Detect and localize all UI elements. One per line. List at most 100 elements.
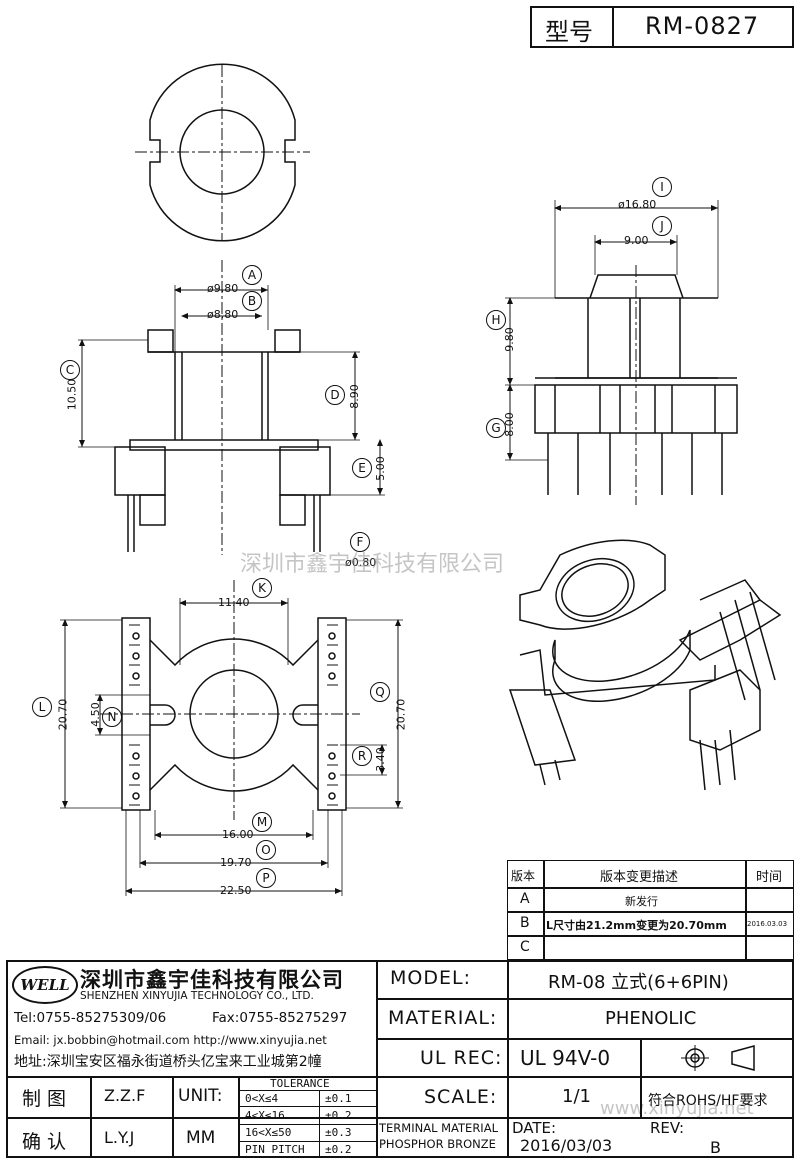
label-m: M xyxy=(252,812,272,832)
tb-vdiv-draw1 xyxy=(90,1076,92,1158)
tb-hdiv-1 xyxy=(376,998,794,1000)
technical-drawing xyxy=(60,63,782,840)
dim-c-value: 10.50 xyxy=(65,378,79,411)
rohs-text: 符合ROHS/HF要求 xyxy=(648,1093,768,1109)
company-address: 地址:深圳宝安区福永街道桥头亿宝来工业城第2幢 xyxy=(14,1054,322,1070)
dim-l-value: 20.70 xyxy=(56,698,70,731)
header-model-label: 型号 xyxy=(545,18,593,46)
ulrec-label: UL REC: xyxy=(420,1047,503,1069)
unit-label: UNIT: xyxy=(178,1086,223,1106)
tb-hdiv-2 xyxy=(376,1038,794,1040)
tol-row-line3 xyxy=(240,1141,376,1142)
header-divider xyxy=(612,6,614,48)
label-j: J xyxy=(652,216,672,236)
label-p: P xyxy=(256,868,276,888)
front-view xyxy=(78,260,385,555)
dim-o-value: 19.70 xyxy=(220,856,252,869)
dim-q-value: 20.70 xyxy=(394,698,408,731)
rev-b-ver: B xyxy=(520,915,530,931)
dim-b-value: ø8.80 xyxy=(207,308,239,321)
label-q: Q xyxy=(370,682,390,702)
tol-range-3: 16<X≤50 xyxy=(245,1126,292,1139)
company-name-en: SHENZHEN XINYUJIA TECHNOLOGY CO., LTD. xyxy=(80,990,314,1002)
tol-title-line xyxy=(240,1090,376,1091)
dim-n-value: 4.50 xyxy=(88,702,102,727)
dim-r-value: 3.40 xyxy=(373,747,387,772)
tb-hdiv-left xyxy=(6,1117,376,1119)
draw-value: Z.Z.F xyxy=(104,1086,146,1105)
tb-vdiv-draw2 xyxy=(172,1076,174,1158)
label-r: R xyxy=(352,746,372,766)
draw-label: 制 图 xyxy=(22,1088,67,1110)
terminal-label: TERMINAL MATERIAL xyxy=(379,1121,498,1135)
company-logo: WELL xyxy=(12,966,78,1004)
top-view xyxy=(135,63,310,242)
rev-value: B xyxy=(710,1138,721,1157)
dim-a-value: ø9.80 xyxy=(207,282,239,295)
label-g: G xyxy=(486,418,506,438)
tb-vdiv-draw3 xyxy=(238,1076,240,1158)
label-c: C xyxy=(60,360,80,380)
tb-vdiv-label xyxy=(507,960,509,1158)
rev-label: REV: xyxy=(650,1119,684,1137)
rev-header-desc: 版本变更描述 xyxy=(600,870,679,885)
tol-col-line xyxy=(319,1090,320,1158)
rev-a-ver: A xyxy=(520,891,530,907)
bottom-view xyxy=(60,580,403,840)
dim-d-value: 8.90 xyxy=(347,384,361,409)
dim-f-value: ø0.80 xyxy=(345,556,377,569)
dim-e-value: 5.00 xyxy=(373,456,387,481)
date-label: DATE: xyxy=(512,1119,557,1137)
tb-vdiv-ul xyxy=(640,1038,642,1118)
logo-text: WELL xyxy=(20,976,70,994)
tol-value-3: ±0.3 xyxy=(325,1126,352,1139)
rev-c-ver: C xyxy=(520,939,530,955)
dim-m-value: 16.00 xyxy=(222,828,254,841)
isometric-view xyxy=(508,539,782,791)
watermark-company: 深圳市鑫宇佳科技有限公司 xyxy=(240,552,505,577)
label-i: I xyxy=(652,177,672,197)
label-d: D xyxy=(325,385,345,405)
terminal-value: PHOSPHOR BRONZE xyxy=(379,1137,496,1151)
tb-hdiv-3 xyxy=(6,1076,794,1078)
projection-symbol-icon xyxy=(681,1045,755,1071)
label-n: N xyxy=(102,707,122,727)
unit-value: MM xyxy=(186,1128,216,1148)
material-value: PHENOLIC xyxy=(605,1008,697,1029)
rev-b-desc: L尺寸由21.2mm变更为20.70mm xyxy=(546,919,727,932)
dim-h-value: 9.80 xyxy=(502,327,516,352)
tol-row-line2 xyxy=(240,1124,376,1125)
label-f: F xyxy=(350,532,370,552)
label-k: K xyxy=(252,578,272,598)
tol-range-1: 0<X≤4 xyxy=(245,1092,279,1105)
revision-table xyxy=(507,860,794,960)
model-label: MODEL: xyxy=(390,967,471,989)
scale-label: SCALE: xyxy=(424,1086,498,1108)
company-tel: Tel:0755-85275309/06 xyxy=(14,1010,167,1026)
tol-value-4: ±0.2 xyxy=(325,1143,352,1156)
header-model-box xyxy=(530,6,794,48)
label-b: B xyxy=(242,291,262,311)
ulrec-value: UL 94V-0 xyxy=(520,1046,611,1070)
label-o: O xyxy=(256,840,276,860)
rev-row1 xyxy=(507,887,794,889)
check-label: 确 认 xyxy=(22,1131,67,1153)
rev-header-date: 时间 xyxy=(756,870,783,885)
tb-vdiv-main xyxy=(376,960,378,1158)
dim-j-value: 9.00 xyxy=(624,234,649,247)
label-l: L xyxy=(32,697,52,717)
model-value: RM-08 立式(6+6PIN) xyxy=(548,972,729,993)
dim-k-value: 11.40 xyxy=(218,596,250,609)
company-fax: Fax:0755-85275297 xyxy=(212,1010,348,1026)
rev-col2 xyxy=(745,860,747,960)
label-h: H xyxy=(486,310,506,330)
date-value: 2016/03/03 xyxy=(520,1136,613,1155)
scale-value: 1/1 xyxy=(562,1086,591,1107)
check-value: L.Y.J xyxy=(104,1128,135,1147)
tol-row-line1 xyxy=(240,1106,376,1107)
rev-row2 xyxy=(507,911,794,913)
rev-col1 xyxy=(543,860,545,960)
tol-value-1: ±0.1 xyxy=(325,1092,352,1105)
tol-range-4: PIN PITCH xyxy=(245,1143,305,1156)
header-model-value: RM-0827 xyxy=(645,12,760,40)
